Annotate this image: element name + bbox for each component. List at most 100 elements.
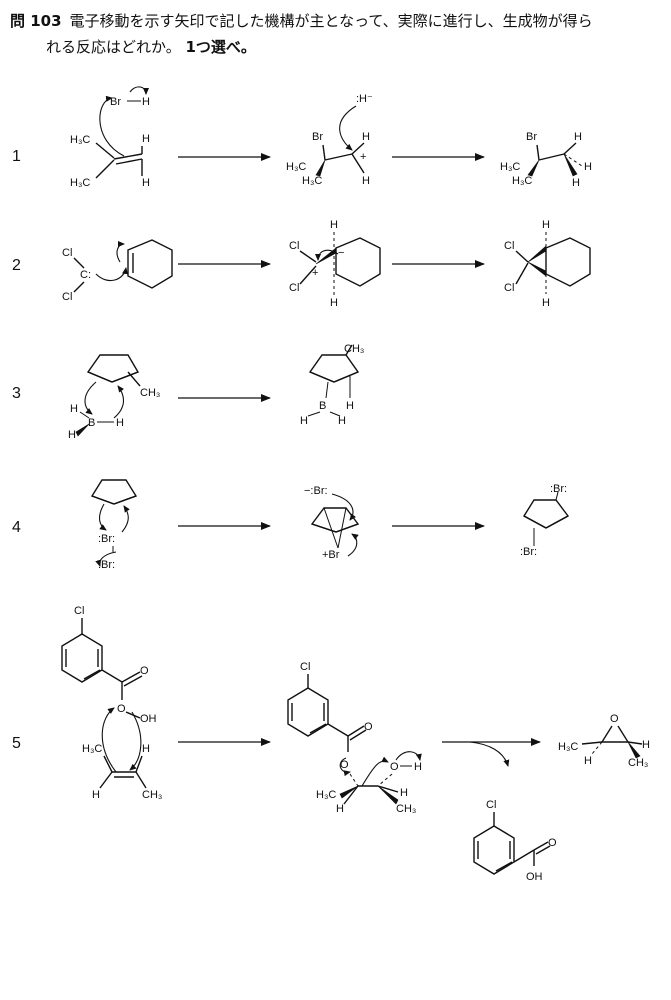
h-label: H	[362, 131, 370, 143]
option-2-reactant: Cl Cl C:	[62, 239, 173, 303]
option-1-number: 1	[12, 148, 21, 165]
cl-label: Cl	[300, 661, 310, 673]
plus-charge: +	[360, 151, 366, 163]
o-label: O	[140, 665, 149, 677]
h3c-label: H₃C	[286, 161, 306, 173]
option-5-reactant: Cl O O OH H₃C H H CH₃	[61, 605, 162, 801]
option-2: 2 Cl Cl C: Cl Cl H H − +	[12, 219, 591, 309]
minus-charge: −	[338, 247, 344, 259]
br-label: :Br:	[550, 483, 567, 495]
h3c-label: H₃C	[558, 741, 578, 753]
oh-label: OH	[526, 871, 543, 883]
h3c-label: H₃C	[316, 789, 336, 801]
ch3-label: CH₃	[344, 343, 364, 355]
question-number: 問 103	[10, 12, 62, 30]
ch3-label: CH₃	[140, 387, 160, 399]
h-label: H	[70, 403, 78, 415]
option-5-product-epoxide: O H₃C H H CH₃	[558, 713, 650, 769]
o-label: O	[340, 759, 349, 771]
plus-charge: +	[312, 267, 318, 279]
option-3-product: CH₃ B H H H	[300, 343, 364, 427]
h-label: H	[346, 400, 354, 412]
br-label: Br	[110, 96, 121, 108]
h-label: H	[574, 131, 582, 143]
o-label: O	[548, 837, 557, 849]
option-3-reactant: CH₃ H B H H	[68, 354, 160, 441]
option-4: 4 :Br: :Br: −:Br: +Br	[12, 479, 570, 571]
cl-label: Cl	[486, 799, 496, 811]
option-2-product: Cl Cl H H	[504, 219, 591, 309]
option-5-intermediate: Cl O O O H H₃C H H CH₃	[287, 661, 422, 815]
cl-label: Cl	[504, 240, 514, 252]
b-label: B	[88, 417, 95, 429]
h-label: H	[584, 161, 592, 173]
option-1-intermediate: Br H₃C H₃C H H :H⁻ +	[286, 93, 373, 187]
ch3-label: CH₃	[142, 789, 162, 801]
option-2-number: 2	[12, 257, 21, 274]
h-label: H	[116, 417, 124, 429]
h-label: H	[336, 803, 344, 815]
option-4-reactant: :Br: :Br:	[90, 479, 138, 571]
question-text: 問 103 電子移動を示す矢印で記した機構が主となって、実際に進行し、生成物が得ら…	[10, 8, 665, 60]
h-label: H	[338, 415, 346, 427]
option-4-intermediate: −:Br: +Br	[304, 485, 360, 561]
cl-label: Cl	[74, 605, 84, 617]
h-label: H	[542, 219, 550, 231]
option-5-number: 5	[12, 735, 21, 752]
carbene-label: C:	[80, 269, 91, 281]
bromide-label: −:Br:	[304, 485, 328, 497]
ch3-label: CH₃	[628, 757, 648, 769]
option-1-product: Br H₃C H₃C H H H	[500, 131, 592, 189]
option-1-reactant: Br H H₃C H₃C H H	[70, 86, 150, 189]
cl-label: Cl	[289, 282, 299, 294]
o-label: O	[364, 721, 373, 733]
h-label: H	[542, 297, 550, 309]
h-label: H	[330, 297, 338, 309]
hydride-label: :H⁻	[356, 93, 373, 105]
h-label: H	[68, 429, 76, 441]
option-1: 1 Br H H₃C H₃C H H Br H₃C H₃C H H :	[12, 86, 592, 189]
h3c-label: H₃C	[512, 175, 532, 187]
cl-label: Cl	[504, 282, 514, 294]
cl-label: Cl	[289, 240, 299, 252]
option-5: 5 Cl O O OH H₃C H H CH₃	[12, 605, 650, 883]
option-2-intermediate: Cl Cl H H − +	[289, 219, 381, 309]
br-label: Br	[312, 131, 323, 143]
h3c-label: H₃C	[302, 175, 322, 187]
option-3: 3 CH₃ H B H H CH₃ B H	[12, 343, 364, 441]
oh-label: OH	[140, 713, 157, 725]
option-4-number: 4	[12, 519, 21, 536]
cl-label: Cl	[62, 291, 72, 303]
h-label: H	[142, 743, 150, 755]
h-label: H	[642, 739, 650, 751]
h-label: H	[572, 177, 580, 189]
br-label: :Br:	[98, 533, 115, 545]
option-4-product: :Br: :Br:	[520, 483, 570, 558]
br-label: :Br:	[520, 546, 537, 558]
ch3-label: CH₃	[396, 803, 416, 815]
h-label: H	[142, 177, 150, 189]
h-label: H	[362, 175, 370, 187]
option-5-product-acid: Cl O OH	[473, 799, 557, 883]
question-line2: れる反応はどれか。 1つ選べ。	[46, 38, 256, 56]
h-label: H	[142, 133, 150, 145]
bromonium-label: +Br	[322, 549, 340, 561]
b-label: B	[319, 400, 326, 412]
h3c-label: H₃C	[82, 743, 102, 755]
br-label: Br	[526, 131, 537, 143]
h-label: H	[300, 415, 308, 427]
cl-label: Cl	[62, 247, 72, 259]
h3c-label: H₃C	[70, 177, 90, 189]
h-label: H	[92, 789, 100, 801]
br-label: :Br:	[98, 559, 115, 571]
question-line1: 電子移動を示す矢印で記した機構が主となって、実際に進行し、生成物が得ら	[69, 12, 593, 30]
h-label: H	[400, 787, 408, 799]
option-3-number: 3	[12, 385, 21, 402]
h3c-label: H₃C	[500, 161, 520, 173]
o-label: O	[117, 703, 126, 715]
o-label: O	[390, 761, 399, 773]
h-label: H	[414, 761, 422, 773]
h-label: H	[584, 755, 592, 767]
h3c-label: H₃C	[70, 134, 90, 146]
